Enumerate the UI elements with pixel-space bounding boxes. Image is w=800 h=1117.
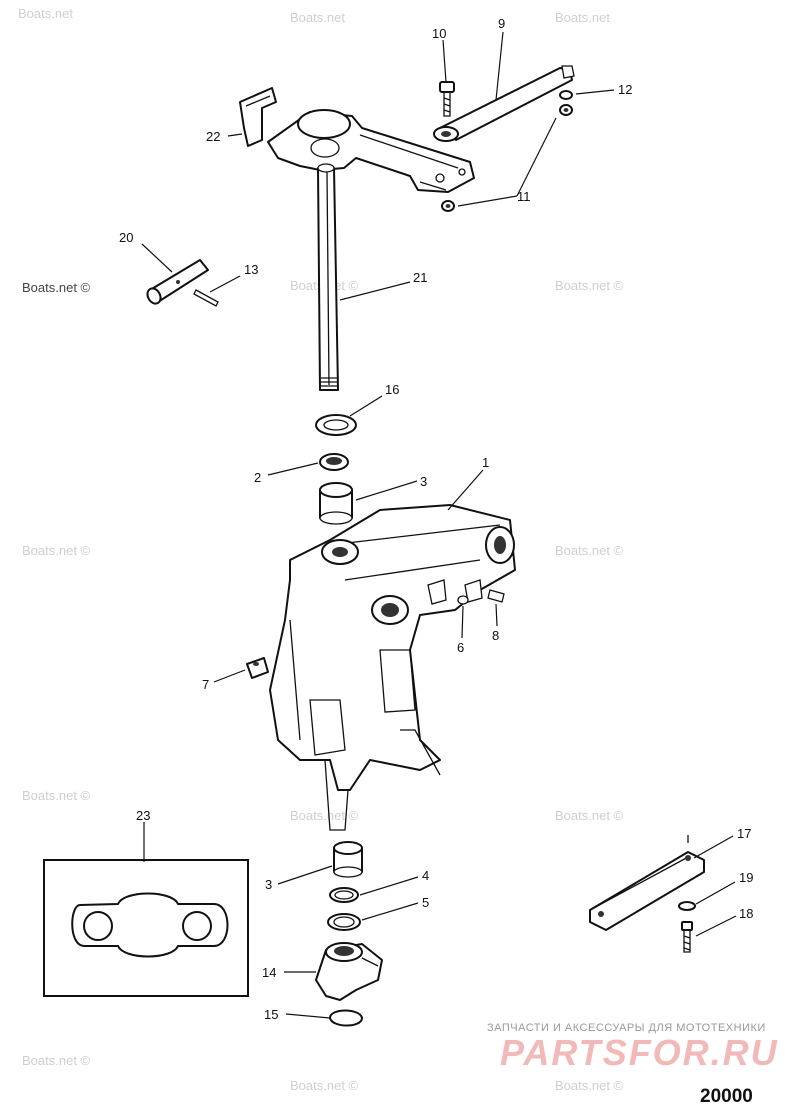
leader-lines [141,31,737,1019]
callout-3-upper: 3 [420,474,427,489]
part-23-gasket-panel [43,859,249,997]
watermark: Boats.net © [290,808,359,823]
watermark: Boats.net © [555,1078,624,1093]
part-7-bushing [246,657,269,679]
watermark: Boats.net © [555,808,624,823]
part-19-washer [678,901,696,911]
callout-13: 13 [244,262,258,277]
part-15-snap-ring [329,1009,363,1027]
steering-yoke [267,109,475,193]
watermark: Boats.net © [22,1053,91,1068]
watermark: Boats.net [555,10,610,25]
part-10-bolt [439,81,455,117]
part-3-bushing-lower [333,841,363,878]
callout-14: 14 [262,965,276,980]
callout-6: 6 [457,640,464,655]
brand-tagline: ЗАПЧАСТИ И АКСЕССУАРЫ ДЛЯ МОТОТЕХНИКИ [487,1022,766,1034]
part-18-bolt [681,921,693,953]
callout-12: 12 [618,82,632,97]
part-20-pin [146,259,209,305]
part-4-washer [329,887,359,903]
callout-numbers: 10 9 12 11 22 20 13 21 16 2 3 1 6 8 7 23… [119,16,753,1022]
callout-21: 21 [413,270,427,285]
diagram-number: 20000 [700,1086,753,1107]
callout-22: 22 [206,129,220,144]
part-21-steering-shaft [317,163,339,391]
watermark-dark: Boats.net © [22,280,91,295]
part-22-bracket [239,87,277,147]
part-6-nut [457,595,469,605]
part-8-screw [487,589,505,603]
callout-18: 18 [739,906,753,921]
watermark: Boats.net © [555,543,624,558]
part-13-cotter-pin [193,289,219,307]
callout-15: 15 [264,1007,278,1022]
part-3-bushing-upper [319,482,353,525]
watermark: Boats.net © [290,1078,359,1093]
part-5-washer [327,913,361,931]
part-11-nuts [441,104,573,212]
callout-10: 10 [432,26,446,41]
watermark: Boats.net © [555,278,624,293]
callout-8: 8 [492,628,499,643]
brand-logo: PARTSFOR.RU [500,1032,779,1073]
callout-17: 17 [737,826,751,841]
callout-23: 23 [136,808,150,823]
watermark: Boats.net [290,10,345,25]
callout-1: 1 [482,455,489,470]
part-9-link-arm [433,65,575,142]
callout-5: 5 [422,895,429,910]
callout-19: 19 [739,870,753,885]
part-12-nut [559,90,573,100]
watermark: Boats.net © [22,788,91,803]
part-17-bar [589,835,705,931]
callout-16: 16 [385,382,399,397]
part-16-washer [315,414,357,436]
watermark: Boats.net [18,6,73,21]
callout-2: 2 [254,470,261,485]
part-14-lower-yoke [315,942,383,1001]
part-2-seal [319,453,349,471]
callout-7: 7 [202,677,209,692]
callout-9: 9 [498,16,505,31]
callout-3-lower: 3 [265,877,272,892]
watermark: Boats.net © [22,543,91,558]
part-1-swivel-bracket [269,504,516,831]
callout-20: 20 [119,230,133,245]
callout-11: 11 [517,189,531,204]
callout-4: 4 [422,868,429,883]
